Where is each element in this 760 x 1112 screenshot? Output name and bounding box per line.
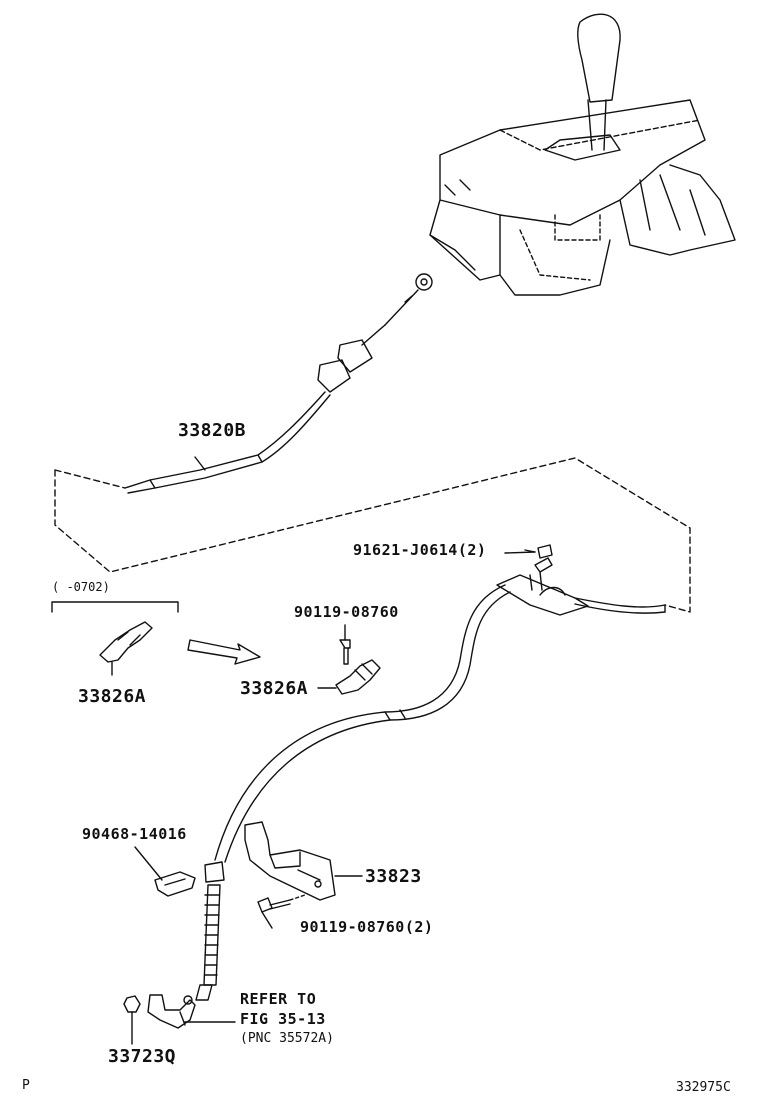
label-33723q: 33723Q	[108, 1046, 177, 1067]
label-33826a-right: 33826A	[240, 678, 309, 699]
nut-33723q	[124, 996, 140, 1044]
label-90119-lower: 90119-08760(2)	[300, 918, 434, 936]
date-range-bracket	[52, 602, 178, 612]
lower-cable	[184, 585, 510, 1004]
label-33823: 33823	[365, 866, 422, 887]
corner-mark-left: P	[22, 1078, 30, 1093]
leader-bolt-top	[505, 552, 535, 553]
arrow-right-icon	[188, 640, 260, 664]
label-90468: 90468-14016	[82, 825, 187, 843]
lower-mount-bracket	[148, 995, 195, 1028]
leader-cable	[195, 457, 205, 470]
bolt-lower	[258, 895, 305, 912]
label-90119-mid: 90119-08760	[294, 603, 399, 621]
leader-clip	[135, 847, 162, 880]
label-33820b: 33820B	[178, 420, 247, 441]
dashed-boundary	[55, 458, 690, 612]
clip-left	[100, 622, 152, 675]
retaining-clip	[155, 872, 195, 896]
upper-cable	[125, 274, 432, 493]
shift-lever-assembly-icon	[430, 100, 735, 295]
clip-right	[318, 640, 380, 694]
label-date-range: ( -0702)	[52, 580, 110, 594]
label-refer-3: (PNC 35572A)	[240, 1031, 334, 1046]
shift-knob-icon	[578, 14, 620, 150]
bracket-33823	[245, 822, 335, 900]
leader-bolt-lower	[262, 912, 272, 928]
label-33826a-left: 33826A	[78, 686, 147, 707]
label-refer-1: REFER TO	[240, 990, 317, 1008]
cable-end-bracket	[497, 545, 665, 615]
illustration-code: 332975C	[676, 1080, 731, 1095]
label-refer-2: FIG 35-13	[240, 1010, 326, 1028]
label-91621: 91621-J0614(2)	[353, 541, 487, 559]
